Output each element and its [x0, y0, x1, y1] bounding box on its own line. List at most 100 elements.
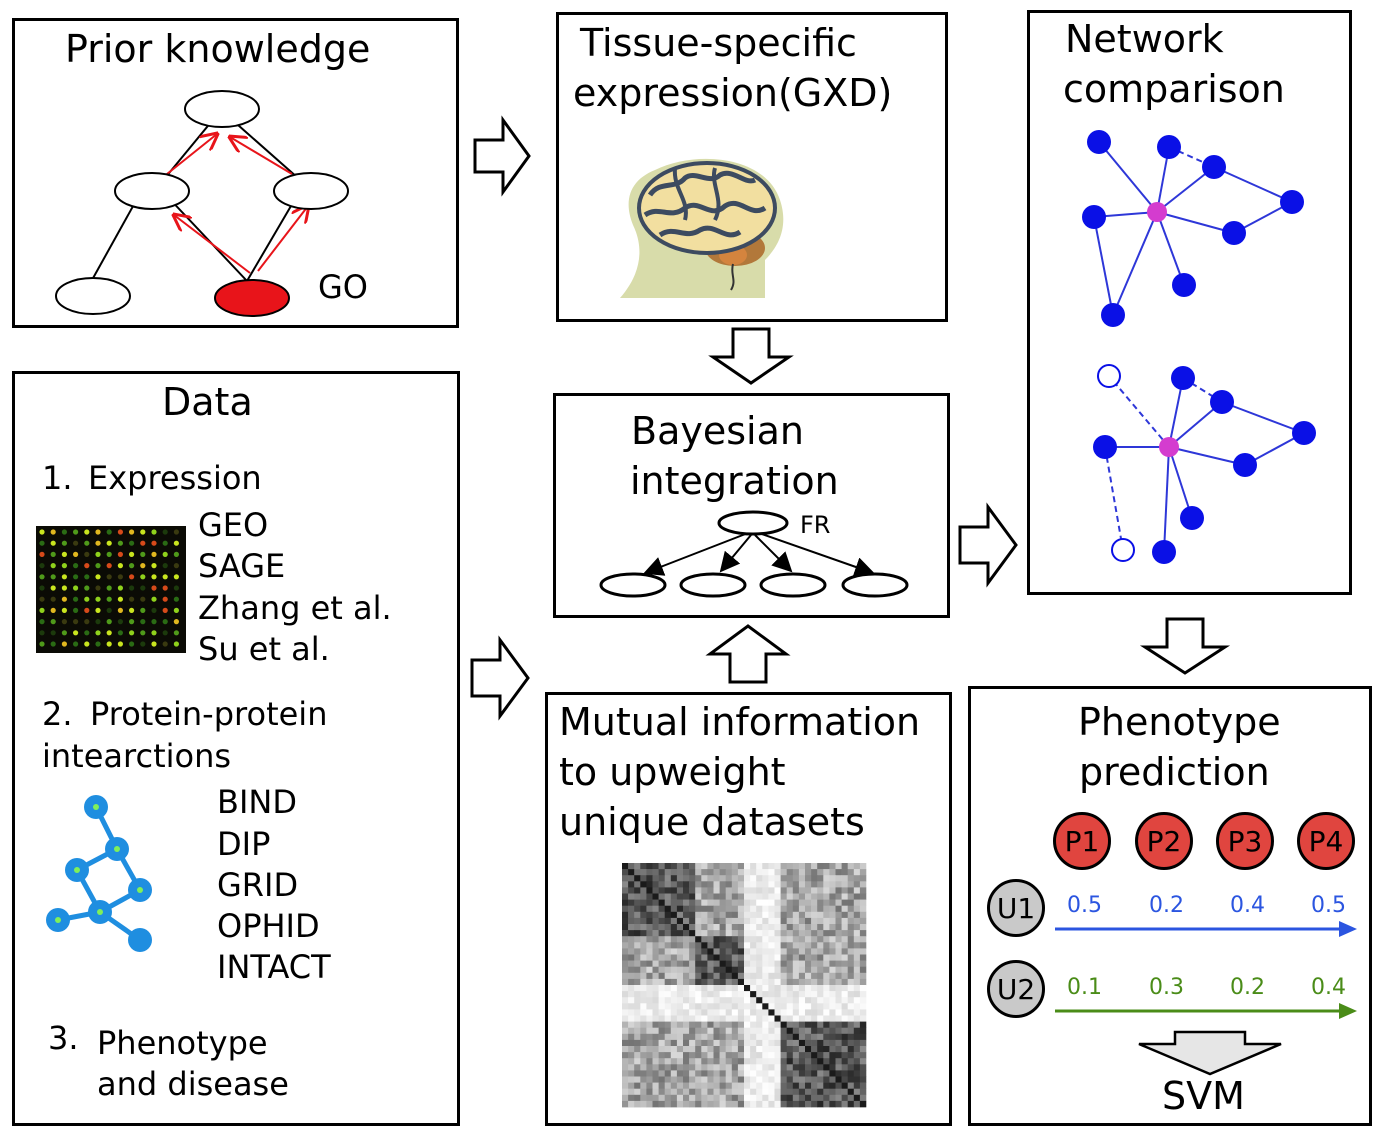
- heatmap-cell: [744, 924, 751, 931]
- heatmap-cell: [640, 966, 647, 974]
- heatmap-cell: [762, 1003, 769, 1010]
- heatmap-cell: [658, 972, 665, 980]
- heatmap-cell: [811, 1070, 818, 1077]
- heatmap-cell: [701, 1046, 708, 1053]
- heatmap-cell: [725, 978, 733, 986]
- heatmap-cell: [835, 924, 842, 931]
- heatmap-cell: [646, 1082, 653, 1089]
- heatmap-cell: [695, 1009, 702, 1016]
- heatmap-cell: [847, 875, 855, 882]
- heatmap-cell: [731, 1009, 739, 1016]
- microarray-spot: [73, 641, 79, 647]
- heatmap-cell: [744, 936, 751, 943]
- heatmap-cell: [737, 881, 745, 888]
- heatmap-cell: [823, 1027, 830, 1035]
- heatmap-cell: [664, 1003, 672, 1010]
- heatmap-cell: [786, 911, 794, 919]
- heatmap-cell: [725, 1100, 733, 1108]
- heatmap-cell: [628, 942, 635, 949]
- heatmap-cell: [768, 1088, 775, 1096]
- heatmap-cell: [817, 869, 824, 876]
- heatmap-cell: [750, 899, 757, 906]
- heatmap-cell: [744, 1088, 751, 1096]
- heatmap-cell: [756, 875, 763, 882]
- heatmap-cell: [707, 887, 714, 894]
- heatmap-cell: [664, 997, 672, 1004]
- heatmap-cell: [707, 960, 714, 967]
- heatmap-cell: [774, 917, 781, 925]
- heatmap-cell: [676, 1009, 684, 1016]
- heatmap-cell: [859, 997, 867, 1004]
- heatmap-cell: [676, 881, 684, 888]
- heatmap-cell: [695, 887, 702, 894]
- heatmap-cell: [646, 924, 653, 931]
- heatmap-cell: [756, 1021, 763, 1028]
- heatmap-cell: [707, 1015, 714, 1022]
- heatmap-cell: [646, 1039, 653, 1047]
- heatmap-cell: [658, 960, 665, 967]
- heatmap-cell: [750, 1088, 757, 1096]
- heatmap-cell: [805, 1052, 812, 1059]
- heatmap-cell: [664, 869, 672, 876]
- heatmap-cell: [768, 911, 775, 919]
- microarray-spot: [39, 607, 45, 613]
- heatmap-cell: [780, 863, 787, 870]
- heatmap-cell: [811, 1088, 818, 1096]
- heatmap-cell: [664, 1046, 672, 1053]
- heatmap-cell: [628, 991, 635, 998]
- heatmap-cell: [689, 1015, 696, 1022]
- heatmap-cell: [640, 942, 647, 949]
- heatmap-cell: [737, 893, 745, 900]
- heatmap-cell: [750, 1052, 757, 1059]
- heatmap-cell: [676, 924, 684, 931]
- heatmap-cell: [658, 942, 665, 949]
- heatmap-cell: [750, 917, 757, 925]
- heatmap-cell: [731, 893, 739, 900]
- microarray-spot: [84, 596, 90, 602]
- heatmap-cell: [829, 1021, 836, 1028]
- heatmap-cell: [731, 1033, 739, 1041]
- heatmap-cell: [847, 924, 855, 931]
- heatmap-cell: [689, 863, 696, 870]
- heatmap-cell: [823, 1046, 830, 1053]
- heatmap-cell: [652, 875, 659, 882]
- heatmap-cell: [859, 1003, 867, 1010]
- heatmap-cell: [707, 966, 714, 974]
- heatmap-cell: [792, 1015, 800, 1022]
- heatmap-cell: [853, 985, 861, 992]
- heatmap-cell: [762, 1015, 769, 1022]
- heatmap-cell: [780, 991, 787, 998]
- microarray-spot: [140, 596, 146, 602]
- heatmap-cell: [646, 1094, 653, 1102]
- heatmap-cell: [737, 863, 745, 870]
- heatmap-cell: [634, 1046, 641, 1053]
- heatmap-cell: [683, 887, 690, 894]
- heatmap-cell: [817, 893, 824, 900]
- heatmap-cell: [676, 954, 684, 961]
- heatmap-cell: [744, 972, 751, 980]
- heatmap-cell: [817, 1100, 824, 1108]
- heatmap-cell: [640, 863, 647, 870]
- heatmap-cell: [664, 936, 672, 943]
- heatmap-cell: [841, 1009, 848, 1016]
- heatmap-cell: [628, 1027, 635, 1035]
- heatmap-cell: [634, 1070, 641, 1077]
- heatmap-cell: [762, 899, 769, 906]
- heatmap-cell: [719, 1009, 726, 1016]
- heatmap-cell: [835, 1082, 842, 1089]
- hub-node: [1147, 202, 1167, 222]
- heatmap-cell: [707, 893, 714, 900]
- heatmap-cell: [634, 930, 641, 937]
- heatmap-cell: [622, 917, 629, 925]
- heatmap-cell: [719, 1015, 726, 1022]
- heatmap-cell: [646, 985, 653, 992]
- heatmap-cell: [670, 875, 678, 882]
- heatmap-cell: [853, 1052, 861, 1059]
- heatmap-cell: [829, 1027, 836, 1035]
- heatmap-cell: [719, 997, 726, 1004]
- heatmap-cell: [859, 985, 867, 992]
- heatmap-cell: [859, 942, 867, 949]
- heatmap-cell: [652, 1027, 659, 1035]
- heatmap-cell: [774, 893, 781, 900]
- heatmap-cell: [664, 875, 672, 882]
